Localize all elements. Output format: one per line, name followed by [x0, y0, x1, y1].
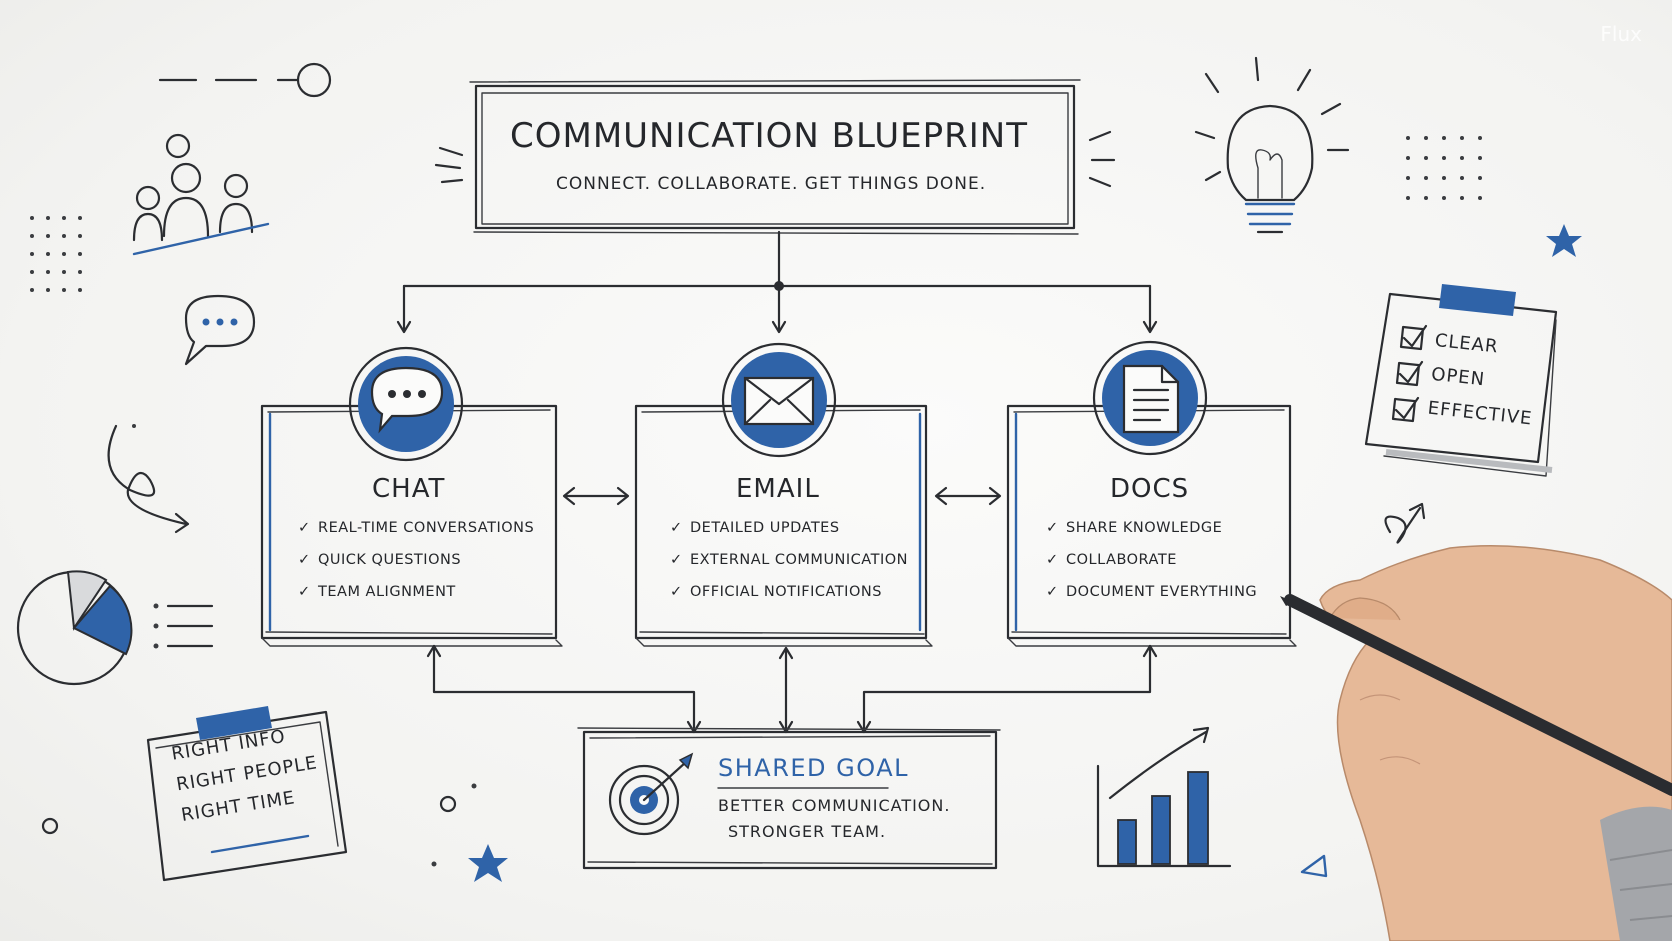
- list-item: ✓Detailed updates: [670, 520, 840, 536]
- dot-grid-left: [30, 216, 82, 292]
- list-item: ✓Document everything: [1046, 584, 1258, 600]
- checkmark-icon: ✓: [298, 552, 311, 568]
- chat-bubble-icon: [348, 346, 464, 462]
- checklist-card: [1364, 284, 1558, 477]
- lightbulb-icon: [1194, 56, 1350, 234]
- star-icon: [468, 844, 508, 882]
- hand-with-pencil-icon: [1280, 544, 1672, 941]
- goal-line-2: Stronger team.: [728, 822, 887, 841]
- list-item: ✓Team alignment: [298, 584, 456, 600]
- checkmark-icon: ✓: [670, 520, 683, 536]
- list-item: ✓External communication: [670, 552, 908, 568]
- bottom-left-dots: [41, 783, 477, 867]
- header-box: [434, 79, 1116, 235]
- checkmark-icon: ✓: [298, 520, 311, 536]
- page-subtitle: Connect. Collaborate. Get things done.: [556, 174, 987, 194]
- curly-arrow-decoration: [107, 424, 190, 534]
- card-title-chat: Chat: [372, 474, 446, 504]
- checkbox-icons: [1391, 324, 1428, 423]
- growth-arrow-decoration: [1384, 502, 1426, 544]
- goal-line-1: Better communication.: [718, 796, 951, 815]
- checkmark-icon: ✓: [1046, 552, 1059, 568]
- pie-chart-icon: [16, 570, 133, 686]
- checkmark-icon: ✓: [670, 552, 683, 568]
- checkmark-icon: ✓: [1046, 520, 1059, 536]
- line-decoration: [158, 62, 332, 98]
- header-connectors: [396, 230, 1158, 334]
- list-item: ✓Official notifications: [670, 584, 882, 600]
- list-item: ✓Quick questions: [298, 552, 462, 568]
- corner-fold-decoration: [1300, 854, 1328, 878]
- card-title-email: Email: [736, 474, 820, 504]
- double-arrow-chat-email: [562, 486, 630, 506]
- dot-grid-right: [1406, 136, 1482, 200]
- card-title-docs: Docs: [1110, 474, 1190, 504]
- checkmark-icon: ✓: [298, 584, 311, 600]
- envelope-icon: [721, 342, 837, 458]
- list-item: ✓Share knowledge: [1046, 520, 1223, 536]
- target-icon: [608, 752, 694, 836]
- double-arrow-email-docs: [934, 486, 1002, 506]
- bar-chart-icon: [1096, 726, 1232, 868]
- checklist-text: Clear Open Effective: [1427, 330, 1541, 429]
- star-icon-right: [1546, 224, 1582, 257]
- speech-bubble-icon: [184, 294, 256, 366]
- document-icon: [1092, 340, 1208, 456]
- sticky-note: [146, 706, 348, 882]
- checklist-item: Open: [1430, 363, 1487, 391]
- checkmark-icon: ✓: [1046, 584, 1059, 600]
- list-item: ✓Collaborate: [1046, 552, 1177, 568]
- team-icon: [132, 133, 270, 256]
- checkmark-icon: ✓: [670, 584, 683, 600]
- watermark-logo: Flux: [1600, 22, 1642, 46]
- goal-box: [577, 727, 1001, 870]
- goal-connectors: [426, 644, 1158, 734]
- page-title: Communication Blueprint: [510, 116, 1028, 156]
- goal-title: Shared Goal: [718, 754, 910, 782]
- legend-lines-decoration: [153, 603, 214, 649]
- list-item: ✓Real-time conversations: [298, 520, 535, 536]
